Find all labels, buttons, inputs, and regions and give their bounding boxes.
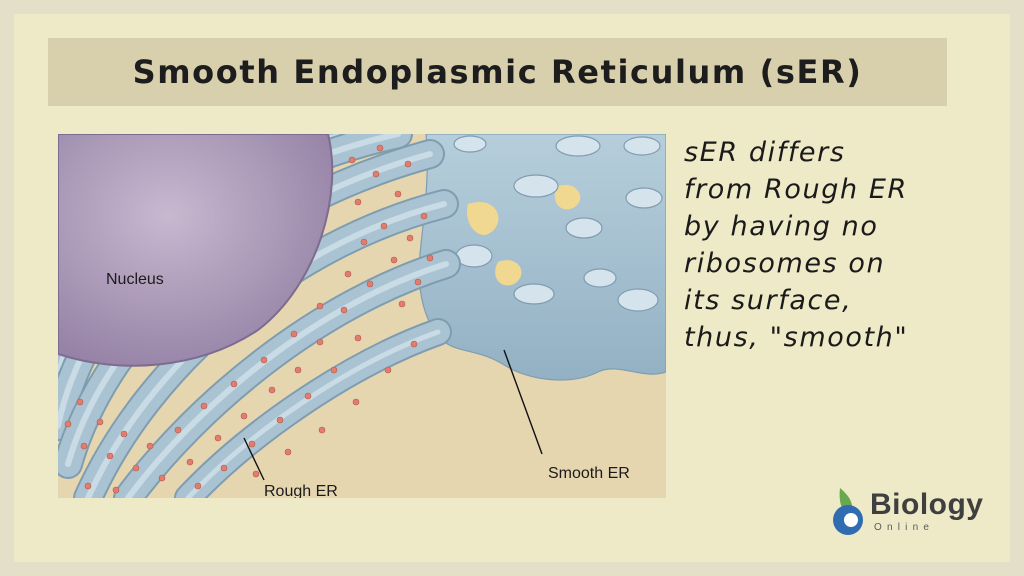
logo-subtext: Online [874, 522, 935, 533]
smooth-er-label: Smooth ER [548, 465, 630, 482]
description-line: from Rough ER [684, 174, 908, 205]
description-line: sER differs [684, 137, 846, 168]
page-title: Smooth Endoplasmic Reticulum (sER) [132, 53, 863, 91]
nucleus-label: Nucleus [106, 271, 164, 288]
biology-online-logo: Biology Online [826, 482, 996, 542]
description-line: ribosomes on [684, 248, 886, 279]
description-line: by having no [684, 211, 879, 242]
description-text: sER differs from Rough ER by having no r… [684, 134, 984, 356]
er-illustration: Nucleus Rough ER Smooth ER [58, 134, 666, 498]
smooth-er-leader-line [503, 349, 543, 455]
rough-er-label: Rough ER [264, 483, 338, 498]
smooth-er-network [418, 134, 666, 381]
nucleus-shape [58, 134, 334, 367]
logo-word: Biology [870, 488, 984, 521]
logo-leaf-drop-icon [833, 488, 863, 535]
ribosomes [64, 144, 434, 494]
er-diagram-svg: Nucleus Rough ER Smooth ER [58, 134, 666, 498]
description-line: its surface, [684, 285, 853, 316]
title-band: Smooth Endoplasmic Reticulum (sER) [48, 38, 947, 106]
rough-er-leader-line [243, 437, 265, 481]
description-line: thus, "smooth" [684, 322, 909, 353]
